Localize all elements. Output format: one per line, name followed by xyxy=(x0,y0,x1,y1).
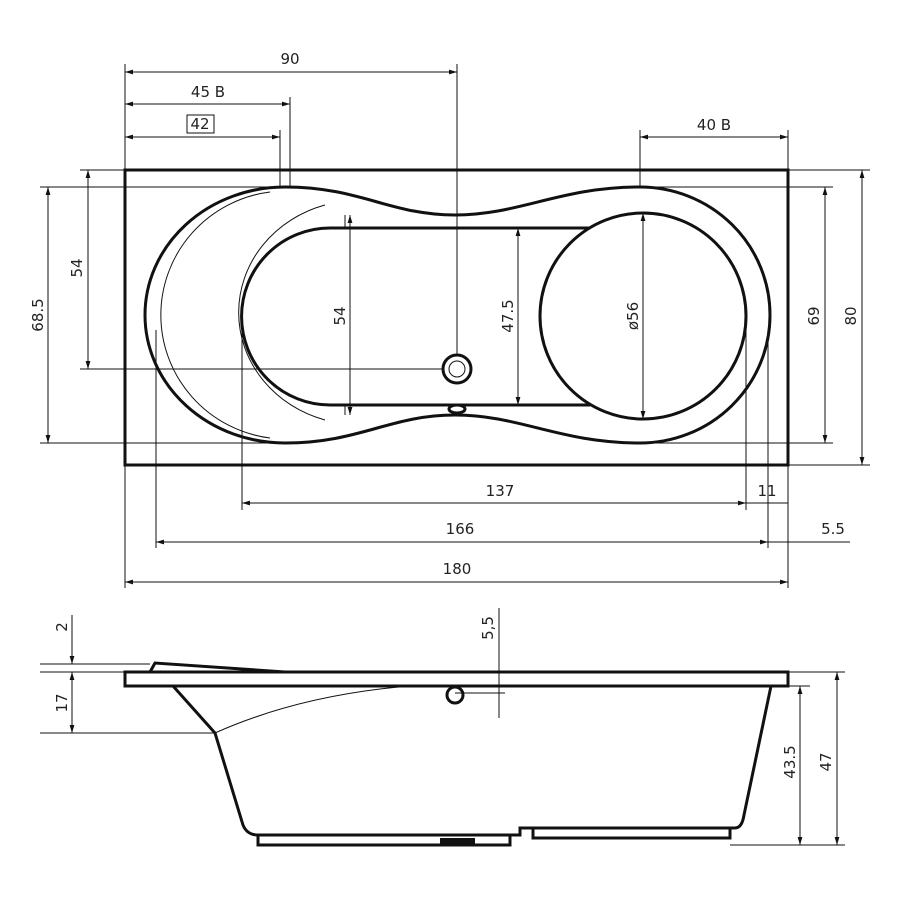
bowl-inner-edge xyxy=(160,191,271,439)
dim-5-5-side: 5,5 xyxy=(479,616,497,640)
dim-17: 17 xyxy=(53,693,71,712)
backrest-curve xyxy=(238,204,326,421)
backrest-curve-side xyxy=(214,685,411,734)
tub-feet xyxy=(256,828,732,847)
dim-11: 11 xyxy=(757,482,776,500)
tub-body-profile xyxy=(171,685,773,837)
overflow-side xyxy=(445,685,465,705)
dim-180: 180 xyxy=(443,560,472,578)
side-dimension-lines xyxy=(40,608,845,846)
dim-54-left: 54 xyxy=(68,258,86,277)
dim-5-5: 5.5 xyxy=(821,520,845,538)
dim-42: 42 xyxy=(190,115,209,133)
dim-43-5: 43.5 xyxy=(781,745,799,778)
inner-basin-left xyxy=(240,226,590,407)
dim-47-5: 47.5 xyxy=(499,299,517,332)
dimension-lines xyxy=(45,69,865,585)
dim-47: 47 xyxy=(817,752,835,771)
dim-166: 166 xyxy=(446,520,475,538)
drain-fitting xyxy=(440,838,475,845)
headrest-profile xyxy=(148,661,286,674)
dim-68-5: 68.5 xyxy=(29,298,47,331)
dim-45b: 45 B xyxy=(191,83,225,101)
dim-137: 137 xyxy=(486,482,515,500)
dim-80: 80 xyxy=(842,306,860,325)
dim-40b: 40 B xyxy=(697,116,731,134)
extension-lines xyxy=(40,64,870,588)
overflow xyxy=(447,403,467,415)
dim-2: 2 xyxy=(53,622,71,632)
side-rim xyxy=(123,670,790,688)
dim-69: 69 xyxy=(805,306,823,325)
dim-54-mid: 54 xyxy=(331,306,349,325)
dim-diameter-56: ø56 xyxy=(624,302,642,330)
dim-90: 90 xyxy=(280,50,299,68)
bowl-outline xyxy=(143,185,772,445)
drain-inner xyxy=(448,360,466,378)
drain-outer xyxy=(441,353,473,385)
side-view xyxy=(123,661,790,847)
